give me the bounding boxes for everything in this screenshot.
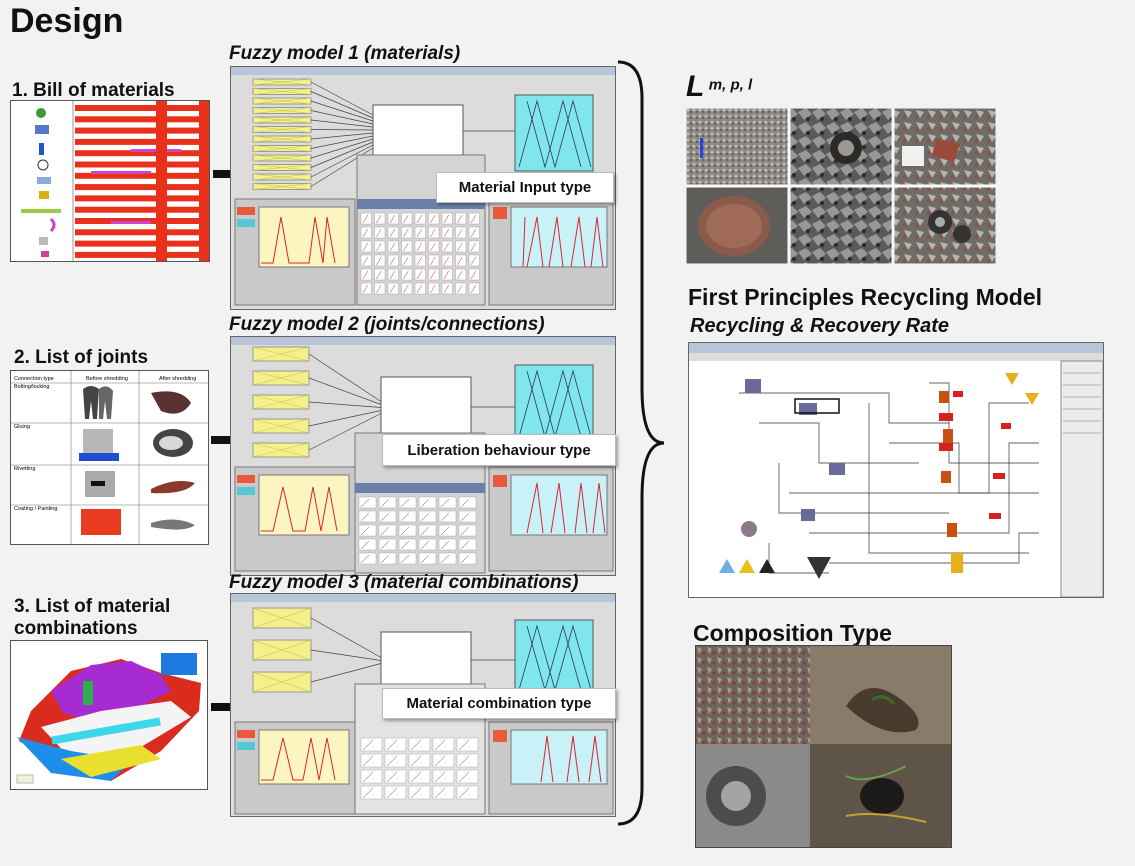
joints-table: Connection type Before shredding After s… [10, 370, 209, 545]
curly-brace [617, 60, 665, 826]
shredded-material-photos [685, 107, 997, 265]
fuzzy-model-1-callout: Material Input type [436, 172, 614, 203]
fuzzy-model-2-screenshot [230, 336, 616, 576]
combos-heading-line2: combinations [14, 618, 138, 639]
bom-bars [75, 105, 205, 258]
fuzzy-model-2-callout: Liberation behaviour type [382, 434, 616, 466]
fuzzy-model-2-diagram [231, 337, 615, 574]
combinations-panel [10, 640, 208, 790]
bom-chart [21, 101, 209, 261]
composition-photos [696, 646, 951, 847]
fuzzy-model-2-title: Fuzzy model 2 (joints/connections) [229, 314, 545, 335]
bom-icons [21, 108, 61, 257]
recycling-model-title: First Principles Recycling Model [688, 284, 1043, 310]
composition-type-title: Composition Type [693, 620, 892, 646]
page-title: Design [10, 2, 124, 40]
fuzzy-model-3-diagram [231, 594, 615, 815]
joint-row-0: Bolting/locking [14, 384, 49, 390]
recycling-model-subtitle: Recycling & Recovery Rate [690, 315, 950, 337]
L-superscript: m, p, l [708, 76, 753, 94]
joint-row-3: Coating / Painting [14, 506, 57, 512]
joint-row-1: Gluing [14, 424, 30, 430]
flowsheet-diagram [689, 343, 1104, 598]
combos-heading: 3. List of material combinations [14, 596, 170, 640]
L-symbol: L [686, 70, 705, 103]
combos-heading-line1: 3. List of material [14, 596, 171, 617]
fuzzy-model-3-callout: Material combination type [382, 688, 616, 719]
L-label: L m, p, l [686, 70, 752, 104]
car-subframe-illustration [16, 653, 201, 784]
fuzzy-model-3-title: Fuzzy model 3 (material combinations) [229, 572, 579, 593]
recycling-model-flowsheet [688, 342, 1104, 598]
bill-of-materials-panel [10, 100, 210, 262]
joints-header-2: After shredding [159, 376, 196, 382]
composition-photo-grid [695, 645, 952, 848]
fuzzy-model-1-title: Fuzzy model 1 (materials) [229, 43, 461, 64]
bom-heading: 1. Bill of materials [12, 80, 175, 101]
joints-header-0: Connection type [14, 376, 54, 382]
liberation-photo-grid [685, 107, 997, 265]
fm1-input-blocks [252, 78, 312, 190]
joints-heading: 2. List of joints [14, 347, 149, 368]
joints-header-1: Before shredding [86, 376, 128, 382]
joint-row-2: Rivetting [14, 466, 35, 472]
fuzzy-model-1-screenshot [230, 66, 616, 310]
